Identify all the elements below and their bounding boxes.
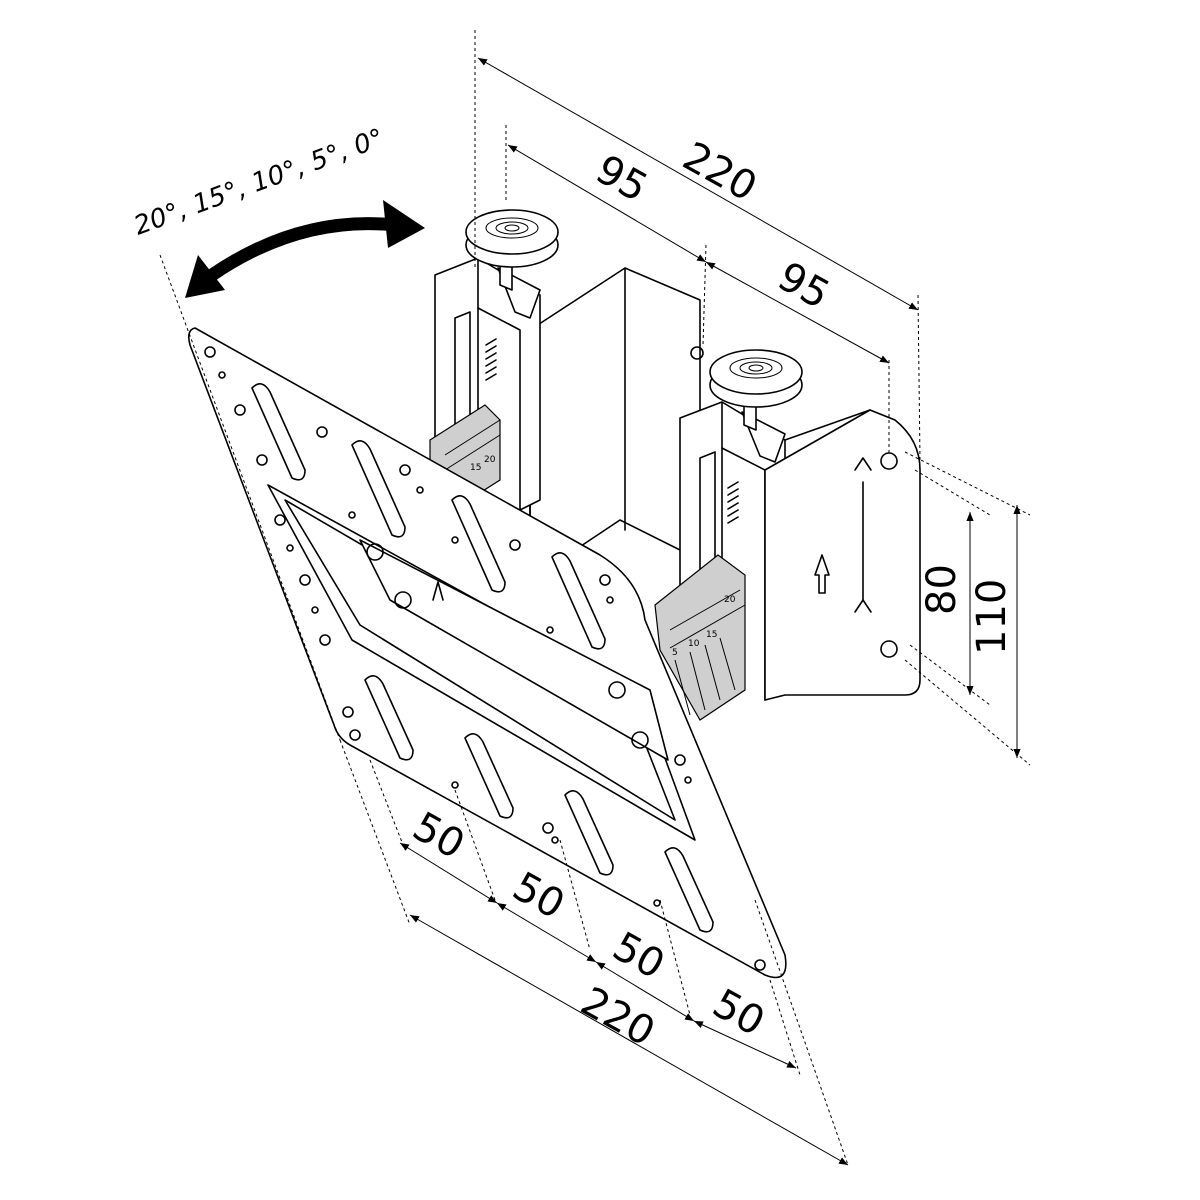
dim-80-label: 80 (919, 564, 965, 615)
scale-mark-upper-2: 20 (484, 455, 496, 465)
dim-line-top-left (507, 144, 707, 263)
dim-top-right-label: 95 (770, 254, 837, 319)
scale-mark-upper-1: 15 (470, 463, 481, 473)
mount-assembly: 15 20 5 10 15 20 (188, 209, 921, 979)
flange-hole-bottom (880, 640, 898, 658)
dim-bottom-1-label: 50 (405, 804, 472, 869)
dim-110-label: 110 (969, 579, 1015, 655)
scale-mark-lower-2: 10 (688, 639, 700, 649)
dim-bottom-3-label: 50 (605, 924, 672, 989)
dim-line-bottom-total (409, 914, 849, 1166)
dim-line-top-right (705, 261, 890, 364)
dim-bottom-total-label: 220 (573, 979, 662, 1056)
flange-arrow-top (854, 457, 872, 471)
tilt-arrow (185, 200, 425, 298)
scale-mark-lower-3: 15 (706, 630, 717, 640)
up-arrow-icon (814, 554, 830, 594)
scale-mark-lower-4: 20 (724, 595, 736, 605)
dim-bottom-2-label: 50 (505, 864, 572, 929)
spring-right (727, 481, 739, 524)
spring-left (485, 338, 497, 381)
dim-line-bottom-1 (399, 842, 498, 904)
right-scale-block: 5 10 15 20 (654, 554, 746, 721)
channel-hole (690, 346, 704, 360)
scale-mark-lower-1: 5 (672, 648, 678, 658)
dimension-lines (159, 30, 1031, 1166)
dim-bottom-4-label: 50 (705, 981, 772, 1046)
dim-top-left-label: 95 (588, 147, 655, 212)
plate-slots-upper (251, 383, 606, 650)
dim-top-total-label: 220 (675, 134, 764, 211)
plate-arrow-icon (432, 581, 444, 601)
